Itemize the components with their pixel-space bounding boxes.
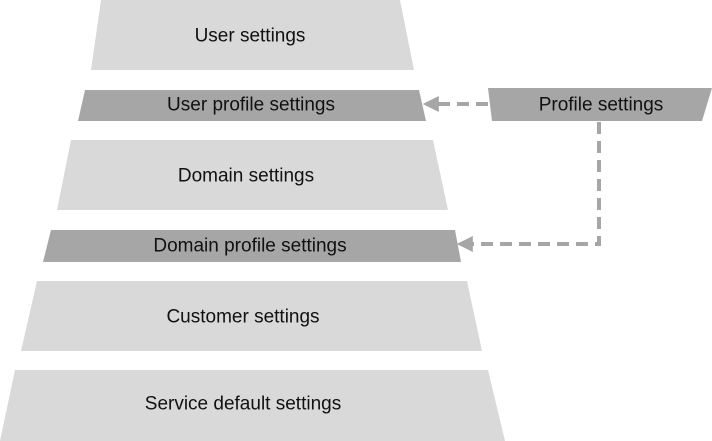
profile-settings-source-label: Profile settings xyxy=(539,95,664,116)
layer-user-profile-settings: User profile settings xyxy=(78,90,426,121)
layer-domain-profile-settings-shape xyxy=(43,230,461,262)
layer-domain-settings-shape xyxy=(57,140,448,210)
layer-user-settings-label: User settings xyxy=(195,26,306,47)
layer-user-profile-settings-label: User profile settings xyxy=(167,95,335,116)
layer-domain-settings-label: Domain settings xyxy=(178,166,314,187)
arrow-to-domain-profile-settings xyxy=(456,122,601,252)
layer-customer-settings: Customer settings xyxy=(21,281,482,351)
layer-service-default-settings: Service default settings xyxy=(0,370,505,441)
layer-customer-settings-shape xyxy=(21,281,482,351)
layer-customer-settings-label: Customer settings xyxy=(166,307,319,328)
layer-domain-profile-settings: Domain profile settings xyxy=(43,230,461,262)
layer-user-settings-shape xyxy=(91,0,414,70)
layer-user-profile-settings-shape xyxy=(78,90,426,121)
layer-service-default-settings-shape xyxy=(0,370,505,441)
layer-domain-profile-settings-label: Domain profile settings xyxy=(153,236,346,257)
profile-settings-source-shape xyxy=(488,88,712,121)
layer-service-default-settings-label: Service default settings xyxy=(145,394,341,415)
profile-settings-source: Profile settings xyxy=(488,88,712,121)
layer-user-settings: User settings xyxy=(91,0,414,70)
layer-domain-settings: Domain settings xyxy=(57,140,448,210)
